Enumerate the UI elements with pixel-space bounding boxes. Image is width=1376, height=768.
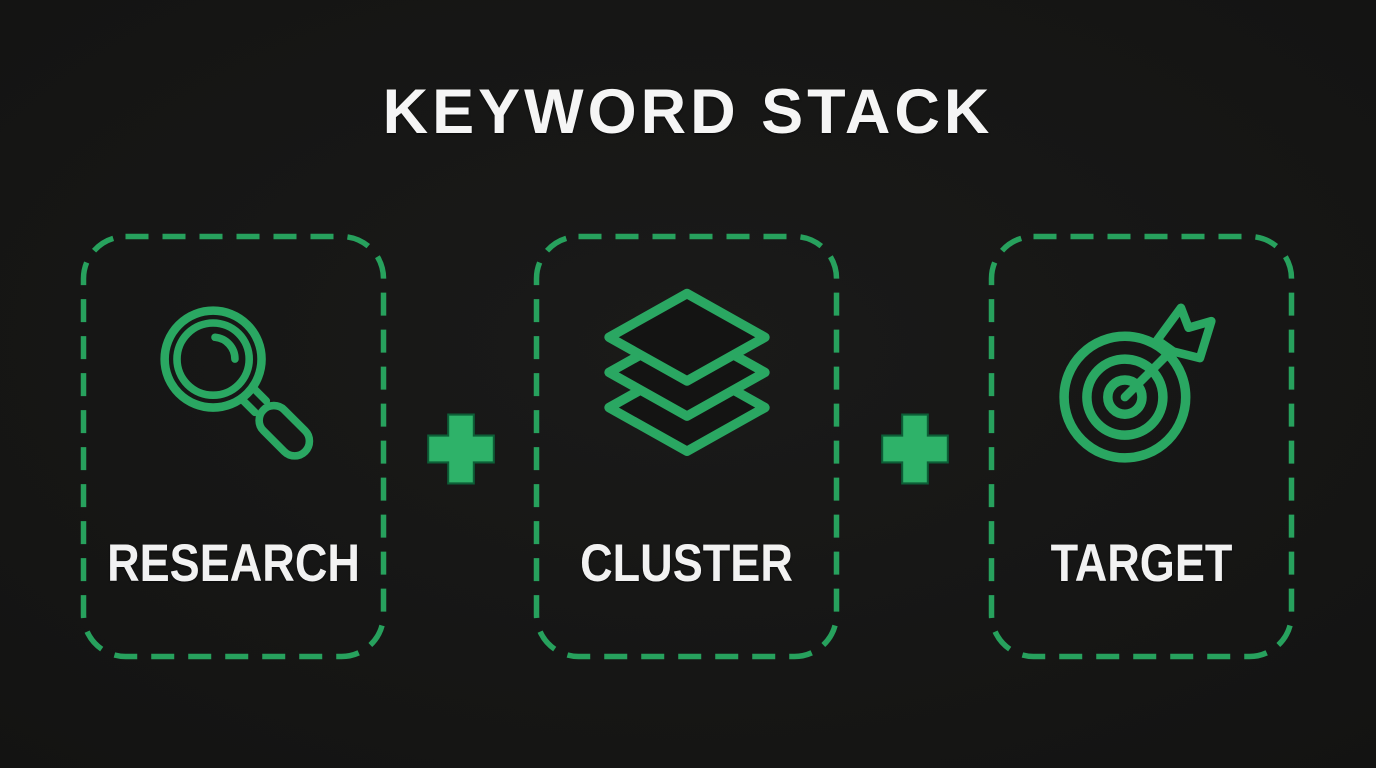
layers-icon <box>592 285 782 475</box>
dashed-border <box>533 233 840 660</box>
card-label: RESEARCH <box>107 534 360 593</box>
plus-icon <box>421 407 501 491</box>
card-cluster: CLUSTER <box>533 233 840 660</box>
dashed-border <box>988 233 1295 660</box>
card-research: RESEARCH <box>80 233 387 660</box>
card-label: CLUSTER <box>580 534 793 593</box>
card-label: TARGET <box>1050 534 1233 593</box>
target-arrow-icon <box>1047 285 1237 475</box>
magnifier-icon <box>139 285 329 475</box>
dashed-border <box>80 233 387 660</box>
card-target: TARGET <box>988 233 1295 660</box>
page-title: KEYWORD STACK <box>382 77 994 147</box>
plus-icon <box>875 407 955 491</box>
